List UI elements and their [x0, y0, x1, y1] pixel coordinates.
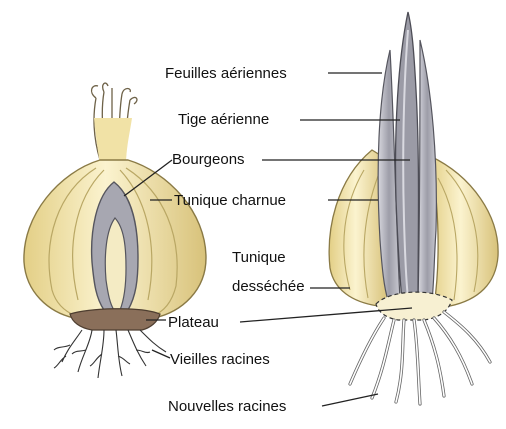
- label-tunique-dessechee-line2: desséchée: [232, 278, 305, 295]
- old-bulb-neck-fill: [94, 118, 132, 165]
- new-bulb-right-tunic: [430, 156, 498, 306]
- label-plateau: Plateau: [168, 314, 219, 331]
- label-tunique-charnue: Tunique charnue: [174, 192, 286, 209]
- leader-nouvelles-racines: [322, 394, 378, 406]
- aerial-leaf-right: [418, 40, 436, 300]
- new-bulb: [329, 12, 498, 404]
- label-feuilles-aeriennes: Feuilles aériennes: [165, 65, 287, 82]
- old-bulb-roots: [54, 330, 166, 378]
- label-vieilles-racines: Vieilles racines: [170, 351, 270, 368]
- label-bourgeons: Bourgeons: [172, 151, 245, 168]
- label-nouvelles-racines: Nouvelles racines: [168, 398, 286, 415]
- label-tunique-dessechee-line1: Tunique: [232, 249, 286, 266]
- leader-vieilles-racines: [152, 350, 170, 358]
- label-tige-aerienne: Tige aérienne: [178, 111, 269, 128]
- new-bulb-roots: [350, 312, 490, 404]
